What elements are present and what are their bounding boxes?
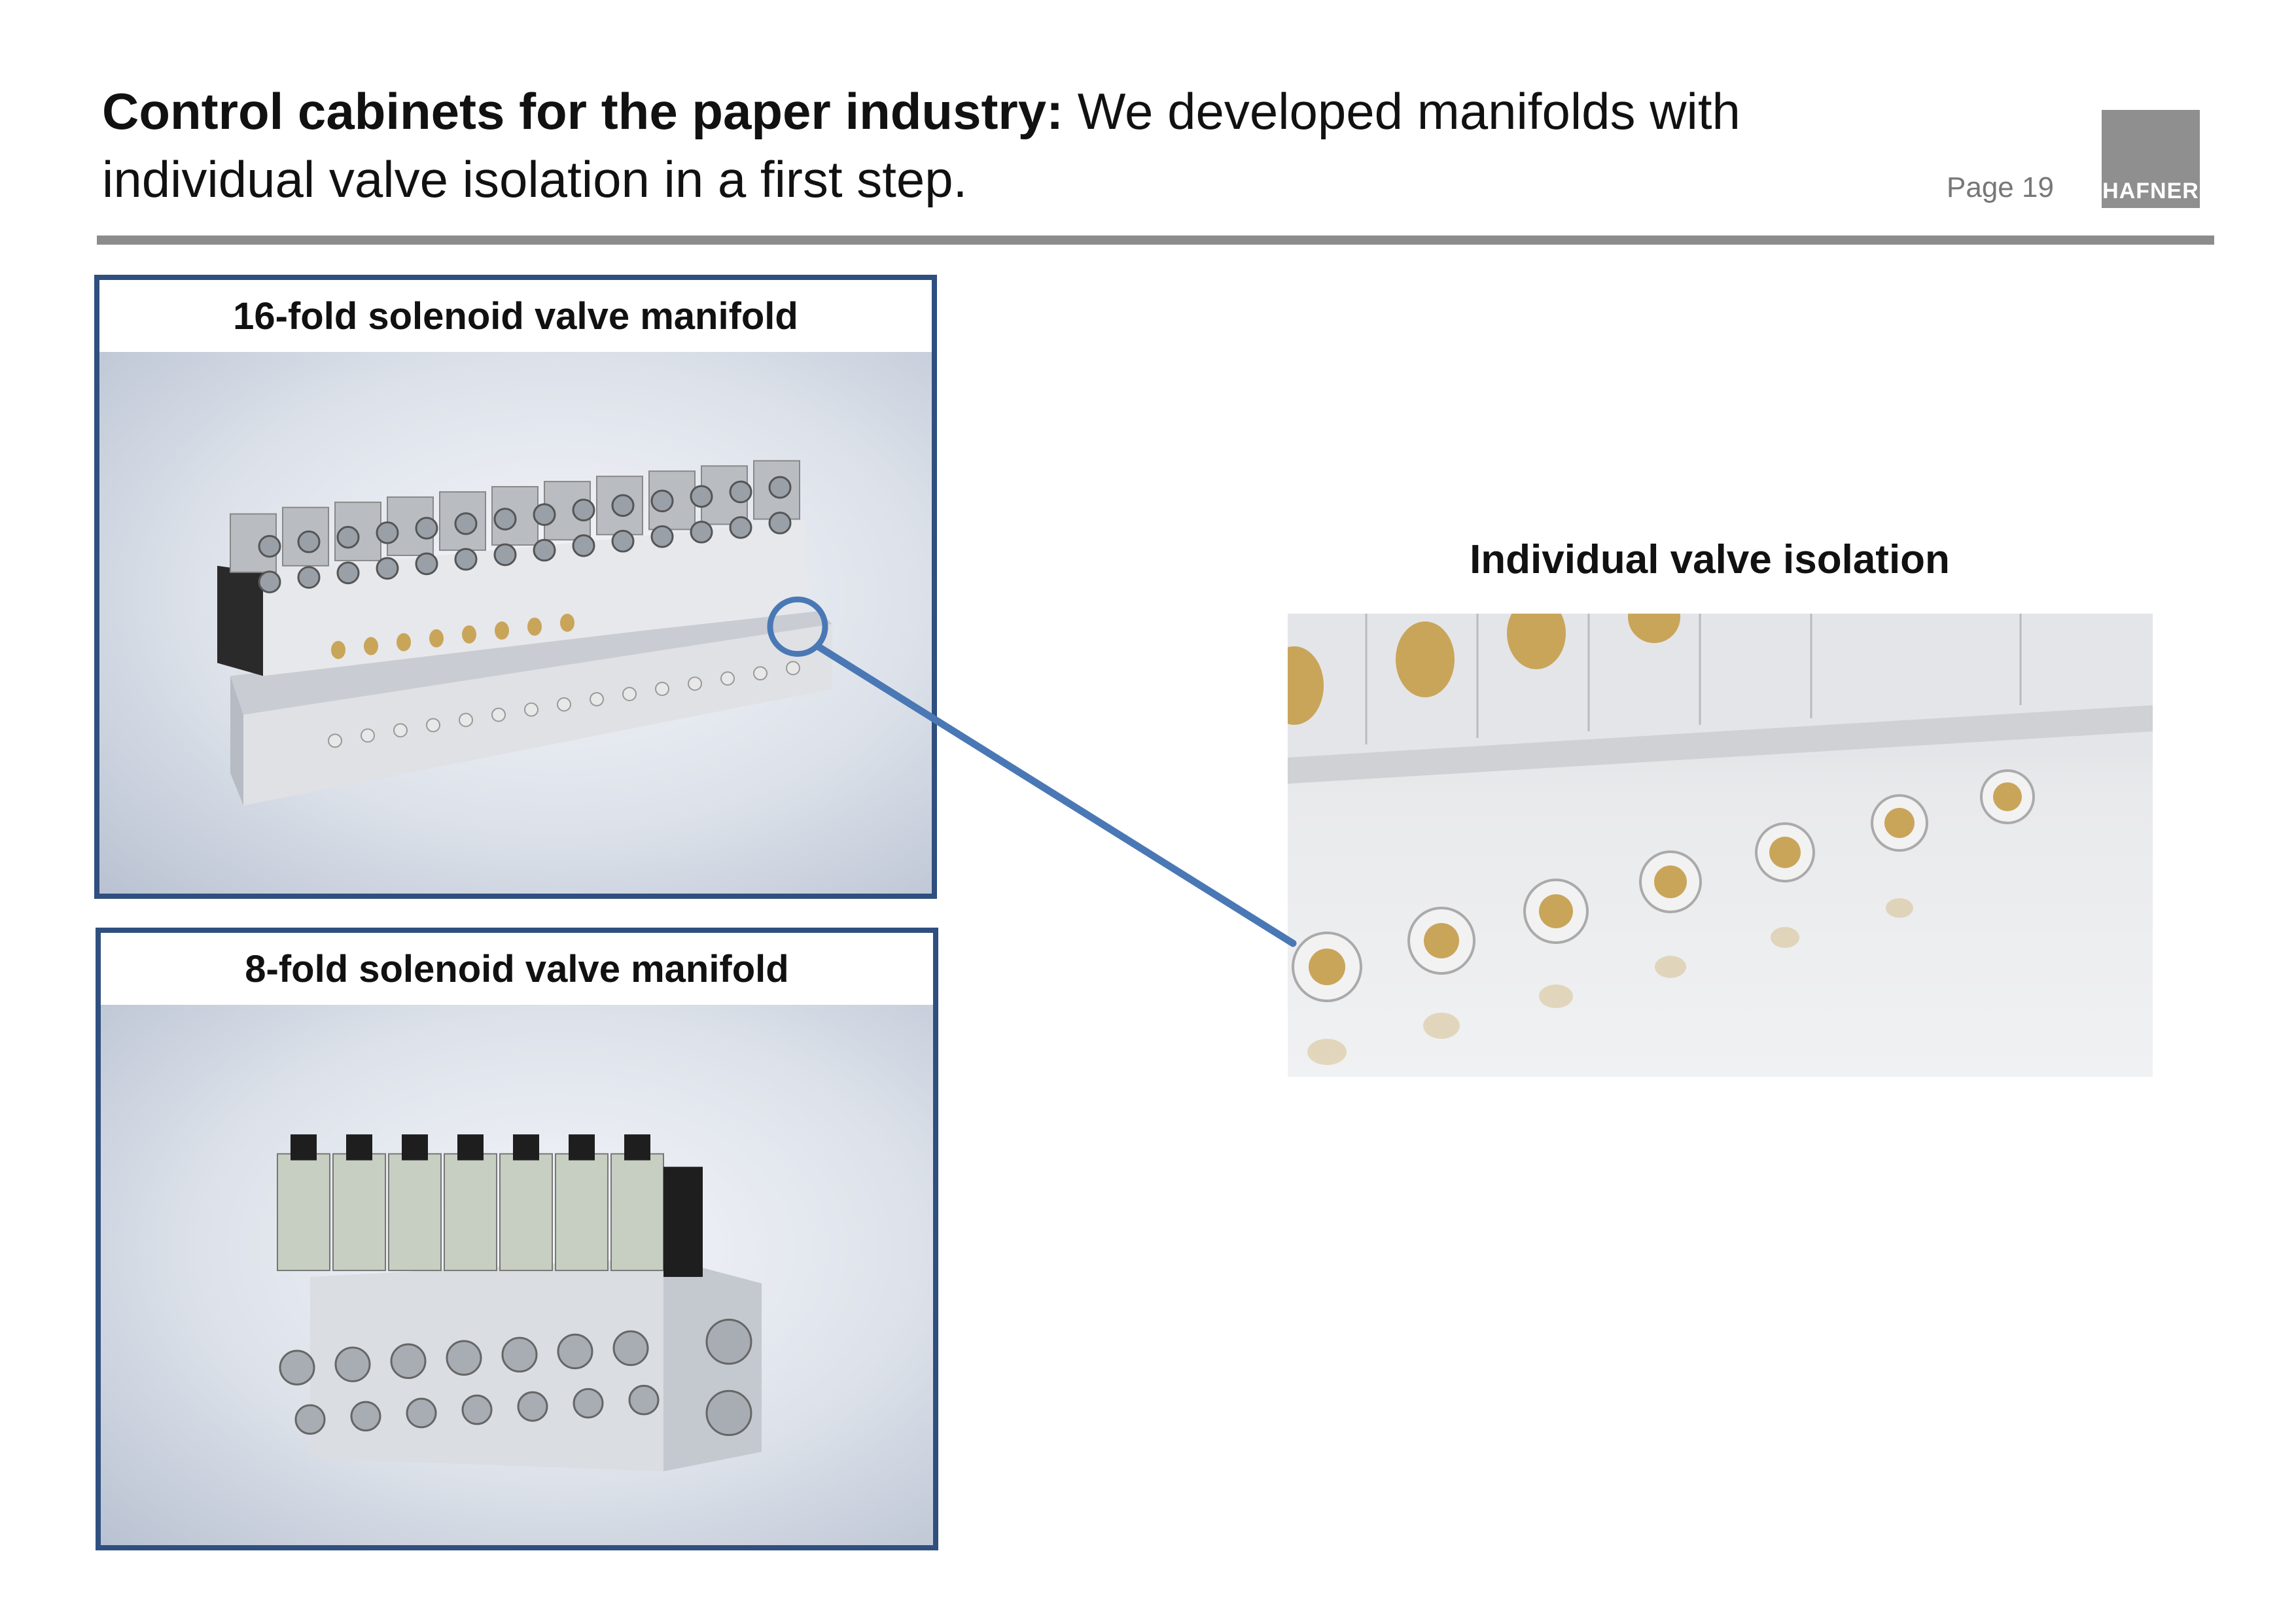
page-number: Page 19: [1947, 171, 2054, 203]
valve-isolation-closeup: [1288, 614, 2153, 1077]
hafner-logo-text: HAFNER: [2102, 179, 2199, 203]
hafner-logo: HAFNER: [2102, 110, 2200, 208]
panel-16-fold-caption: 16-fold solenoid valve manifold: [233, 294, 798, 338]
slide-title-bold: Control cabinets for the paper industry:: [102, 82, 1064, 140]
slide-title: Control cabinets for the paper industry:…: [102, 77, 1934, 213]
panel-8-fold: 8-fold solenoid valve manifold: [96, 928, 938, 1550]
panel-8-fold-caption: 8-fold solenoid valve manifold: [245, 947, 789, 990]
panel-16-fold: 16-fold solenoid valve manifold: [94, 275, 937, 899]
slide-title-rest: We developed manifolds with individual v…: [102, 82, 1740, 208]
manifold-8-fold-image: [101, 1005, 933, 1545]
manifold-16-fold-image: [99, 352, 932, 894]
header-divider: [97, 236, 2214, 245]
zoom-caption: Individual valve isolation: [1470, 537, 1950, 582]
